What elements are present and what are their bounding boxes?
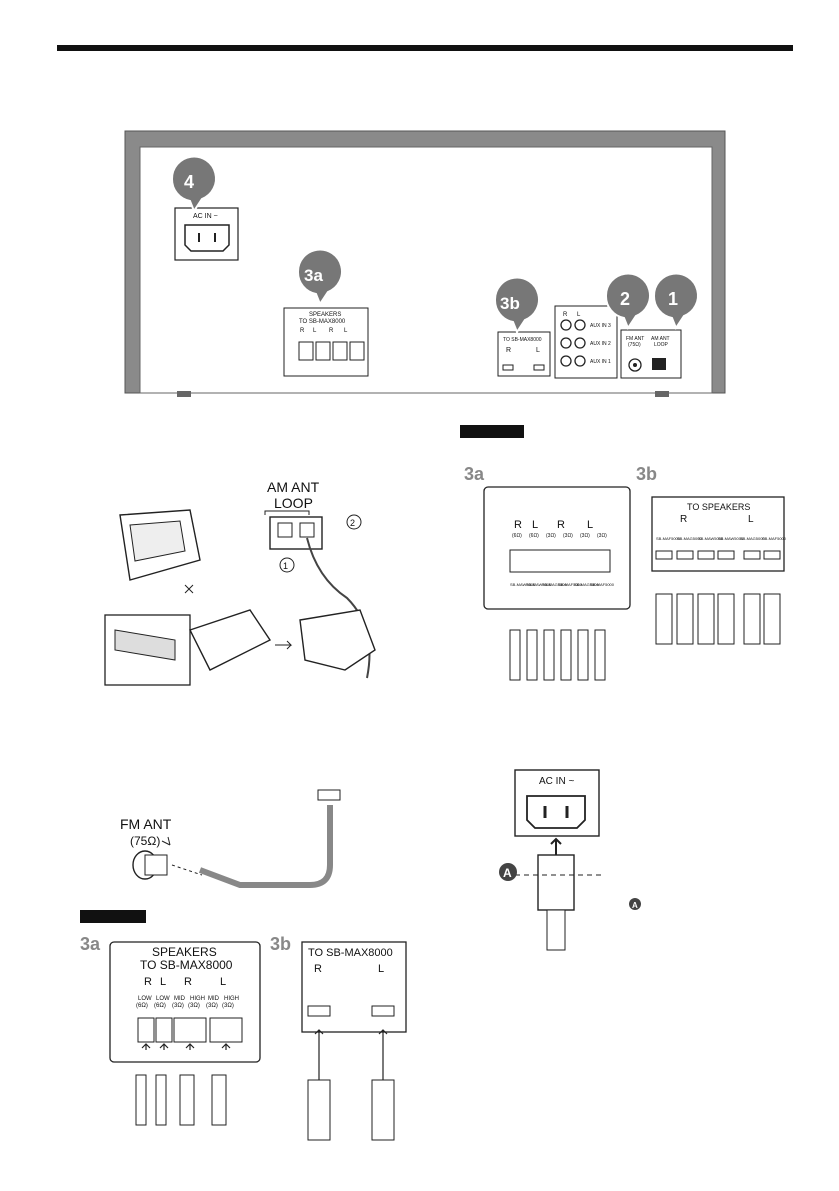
rt-ch-3: R: [557, 519, 565, 531]
bl-ohm-1: (6Ω): [136, 1003, 148, 1009]
rt-ts-model-6: SB-MAF5000: [762, 536, 787, 541]
fm-ant-ohm: (75Ω): [628, 342, 641, 348]
rt-ch-4: L: [587, 519, 593, 531]
rt-ohm-2: (6Ω): [529, 533, 539, 539]
bl-ch-2: L: [160, 976, 166, 988]
am-loop-label-1: AM ANT: [267, 479, 320, 495]
callout-4: 4: [170, 155, 217, 214]
aux-ch-l: L: [577, 312, 581, 318]
ac-in-label: AC IN ~: [193, 213, 218, 220]
bl-sbmax: TO SB-MAX8000: [308, 947, 393, 959]
rt-ts-model-1: SB-MAF5000: [656, 536, 681, 541]
right-top-speaker-diagram: 3a 3b R L R L (6Ω) (6Ω) (3Ω) (3Ω) (3Ω) (…: [464, 464, 787, 681]
callout-3b: 3b: [493, 276, 540, 335]
rt-ch-2: L: [532, 519, 538, 531]
callout-1: 1: [652, 272, 699, 331]
rt-ohm-4: (3Ω): [563, 533, 573, 539]
rt-model-6: SB-MAF5000: [590, 582, 615, 587]
ac-marker-a: A: [503, 866, 512, 880]
aux-ch-r: R: [563, 312, 568, 318]
black-heading-tag-bl: [80, 910, 146, 923]
rt-ch-1: R: [514, 519, 522, 531]
am-loop-assembly-diagram: AM ANT LOOP 2 1: [104, 479, 376, 686]
bl-sub-1: LOW: [138, 996, 152, 1002]
speaker-ch-2: L: [313, 328, 317, 334]
sbmax-title: TO SB-MAX8000: [503, 337, 542, 343]
ac-cord-label: AC IN ~: [539, 776, 574, 787]
aux-in-1: AUX IN 1: [590, 359, 611, 365]
rt-ohm-3: (3Ω): [546, 533, 556, 539]
rt-model-2: SB-MAW5000: [526, 582, 552, 587]
rt-model-1: SB-MAW5000: [510, 582, 536, 587]
bl-tag-3a: 3a: [80, 934, 101, 954]
am-ant-label: AM ANT: [651, 336, 670, 342]
bl-ohm-3: (3Ω): [172, 1003, 184, 1009]
rt-ohm-1: (6Ω): [512, 533, 522, 539]
callout-3a-text: 3a: [304, 266, 323, 285]
sbmax-ch-r: R: [506, 347, 511, 354]
bl-sub-2: LOW: [156, 996, 170, 1002]
bl-sub-3: MID: [174, 996, 186, 1002]
bl-sbmax-r: R: [314, 963, 322, 975]
speaker-terminal-blocks: [298, 341, 365, 361]
bl-ch-3: R: [184, 976, 192, 988]
speaker-ch-4: L: [344, 328, 348, 334]
speaker-ch-3: R: [329, 328, 334, 334]
rt-ohm-6: (3Ω): [597, 533, 607, 539]
rt-ohm-5: (3Ω): [580, 533, 590, 539]
fm-ant-ohm-large: (75Ω): [130, 834, 160, 848]
speakers-subtitle: TO SB-MAX8000: [299, 319, 346, 325]
black-heading-tag-rt: [460, 425, 524, 438]
bl-speakers: SPEAKERS: [152, 945, 217, 959]
speakers-title: SPEAKERS: [309, 312, 341, 318]
rt-tag-3a: 3a: [464, 464, 485, 484]
callout-3a: 3a: [296, 248, 343, 307]
bl-ohm-2: (6Ω): [154, 1003, 166, 1009]
bl-sub-4: HIGH: [190, 996, 205, 1002]
bl-ohm-6: (3Ω): [222, 1003, 234, 1009]
callout-4-text: 4: [184, 172, 194, 192]
top-rule: [57, 45, 793, 51]
am-loop-label-2: LOOP: [274, 495, 313, 511]
speaker-ch-1: R: [300, 328, 305, 334]
callout-3b-text: 3b: [500, 294, 520, 313]
am-step-1: 1: [283, 561, 288, 571]
rt-ts-l: L: [748, 514, 754, 525]
rt-tag-3b: 3b: [636, 464, 657, 484]
callout-2: 2: [604, 272, 651, 331]
rt-model-3: SB-MAG5000: [542, 582, 567, 587]
fm-ant-label-large: FM ANT: [120, 816, 172, 832]
bl-ohm-4: (3Ω): [188, 1003, 200, 1009]
rt-to-speakers: TO SPEAKERS: [687, 502, 750, 512]
rt-ts-r: R: [680, 514, 687, 525]
bl-sub-6: HIGH: [224, 996, 239, 1002]
sbmax-ch-l: L: [536, 347, 540, 354]
bottom-left-speaker-diagram: 3a 3b SPEAKERS TO SB-MAX8000 R L R L LOW…: [80, 934, 407, 1141]
bl-ch-1: R: [144, 976, 152, 988]
rt-ts-model-2: SB-MAG5000: [677, 536, 702, 541]
ac-cord-diagram: AC IN ~ A A: [499, 769, 641, 951]
am-step-2: 2: [350, 518, 355, 528]
bl-ch-4: L: [220, 976, 226, 988]
callout-1-text: 1: [668, 289, 678, 309]
fm-antenna-diagram: FM ANT (75Ω): [120, 789, 341, 888]
aux-in-2: AUX IN 2: [590, 341, 611, 347]
rt-model-5: SB-MAG5000: [574, 582, 599, 587]
am-ant-loop: LOOP: [654, 342, 669, 348]
bl-sub-5: MID: [208, 996, 220, 1002]
fm-ant-label: FM ANT: [626, 336, 644, 342]
rt-model-4: SB-MAF5000: [558, 582, 583, 587]
aux-in-3: AUX IN 3: [590, 323, 611, 329]
rt-ts-model-5: SB-MAG5000: [740, 536, 765, 541]
bl-tag-3b: 3b: [270, 934, 291, 954]
callout-2-text: 2: [620, 289, 630, 309]
bl-speakers-sub: TO SB-MAX8000: [140, 958, 233, 972]
rt-ts-model-4: SB-MAW5000: [718, 536, 744, 541]
bl-ohm-5: (3Ω): [206, 1003, 218, 1009]
ac-note-marker: A: [632, 901, 638, 910]
rt-ts-model-3: SB-MAW5000: [698, 536, 724, 541]
bl-sbmax-l: L: [378, 963, 384, 975]
rear-panel-diagram: AC IN ~ SPEAKERS TO SB-MAX8000 R L R L T…: [124, 130, 726, 397]
